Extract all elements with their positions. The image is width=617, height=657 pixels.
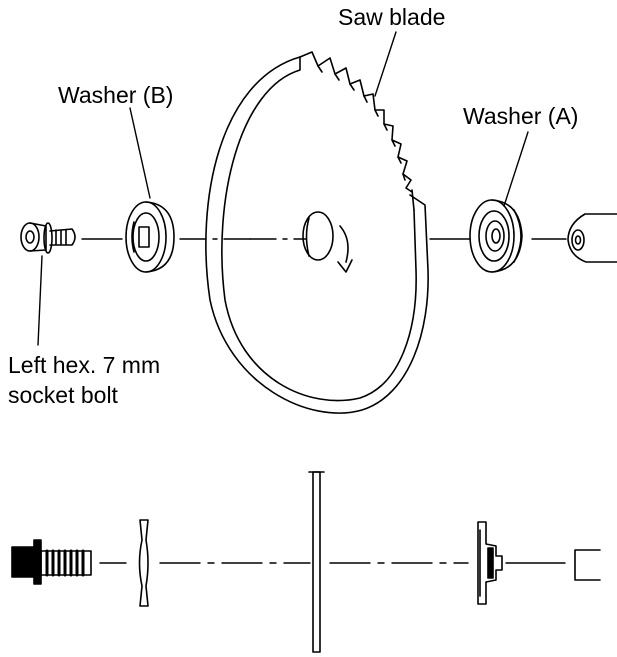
leader-lines (37, 31, 529, 346)
bolt-side-drawing (11, 539, 92, 585)
washer-a-side-drawing (477, 521, 503, 605)
bolt-label-line2: socket bolt (8, 382, 118, 408)
shaft-side-drawing (574, 549, 601, 581)
saw-blade-label: Saw blade (338, 4, 446, 30)
washer-b-drawing (125, 201, 175, 273)
shaft-end-drawing (567, 213, 617, 263)
saw-blade-drawing (205, 51, 429, 414)
socket-bolt-drawing (20, 222, 76, 254)
washer-a-drawing (469, 199, 523, 273)
washer-b-label: Washer (B) (58, 82, 174, 108)
saw-blade-side-drawing (308, 471, 325, 653)
washer-b-side-drawing (138, 519, 149, 607)
bolt-label-line1: Left hex. 7 mm (8, 352, 161, 378)
washer-a-label: Washer (A) (463, 103, 579, 129)
